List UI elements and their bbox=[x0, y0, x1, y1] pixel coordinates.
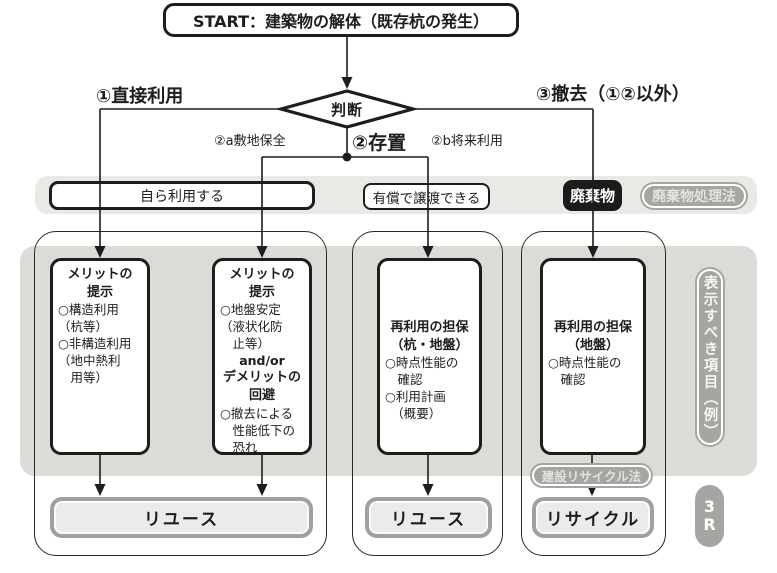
branch-label-direct-use: ①直接利用 bbox=[96, 86, 184, 107]
waste-law-pill: 廃棄物処理法 bbox=[640, 182, 748, 210]
outcome-recycle: リサイクル bbox=[532, 497, 654, 538]
outcome-label: リユース bbox=[143, 510, 220, 530]
recycle-law-pill: 建設リサイクル法 bbox=[530, 463, 653, 488]
sell-label: 有償で譲渡できる bbox=[372, 190, 481, 207]
col-box-merit-direct: メリットの 提示 ○構造利用 （杭等） ○非構造利用 （地中熱利 用等） bbox=[50, 258, 150, 455]
waste-label: 廃棄物 bbox=[569, 187, 615, 205]
col-heading: 再利用の担保 （杭・地盤） bbox=[390, 320, 469, 353]
waste-law-label: 廃棄物処理法 bbox=[642, 184, 746, 208]
branch-label-removal: ③撤去（①②以外） bbox=[536, 84, 690, 105]
recycle-law-label: 建設リサイクル法 bbox=[532, 465, 651, 486]
col-heading: メリットの 提示 bbox=[229, 267, 295, 300]
outcome-reuse-left: リユース bbox=[50, 497, 313, 538]
group-direct-use bbox=[34, 231, 327, 556]
three-r-badge: 3 R bbox=[695, 485, 724, 547]
display-items-label: 表示すべき項目（例） bbox=[697, 269, 723, 445]
col-box-merit-demerit: メリットの 提示 ○地盤安定 （液状化防 止等） and/or デメリットの 回… bbox=[212, 258, 312, 455]
col-body: ○時点性能の 確認 ○利用計画 （概要） bbox=[385, 355, 459, 422]
outcome-reuse-mid: リユース bbox=[365, 497, 492, 538]
use-self-node: 自ら利用する bbox=[49, 181, 315, 210]
outcome-label: リサイクル bbox=[545, 510, 641, 530]
col-heading-demerit: デメリットの 回避 bbox=[222, 370, 301, 404]
start-label: START：建築物の解体（既存杭の発生） bbox=[192, 12, 490, 31]
branch-label-keep: ②存置 bbox=[352, 132, 407, 154]
col-body: ○地盤安定 （液状化防 止等） bbox=[220, 302, 283, 352]
decision-label: 判断 bbox=[330, 100, 363, 119]
col-heading: メリットの 提示 bbox=[67, 267, 133, 300]
display-items-pill: 表示すべき項目（例） bbox=[695, 267, 725, 447]
col-box-reuse-guarantee-pile: 再利用の担保 （杭・地盤） ○時点性能の 確認 ○利用計画 （概要） bbox=[377, 258, 482, 455]
sell-node: 有償で譲渡できる bbox=[363, 183, 490, 210]
branch-label-future-use: ②b将来利用 bbox=[431, 134, 503, 149]
branch-label-site-preservation: ②a敷地保全 bbox=[214, 134, 286, 149]
col-body-demerit: ○撤去による 性能低下の 恐れ bbox=[220, 405, 296, 455]
col-heading: 再利用の担保 （地盤） bbox=[553, 320, 632, 353]
outcome-label: リユース bbox=[390, 510, 467, 530]
col-body: ○構造利用 （杭等） ○非構造利用 （地中熱利 用等） bbox=[58, 302, 132, 386]
col-andor-label: and/or bbox=[239, 353, 285, 369]
use-self-label: 自ら利用する bbox=[140, 188, 224, 205]
start-node: START：建築物の解体（既存杭の発生） bbox=[163, 3, 519, 37]
waste-node: 廃棄物 bbox=[563, 180, 622, 211]
col-body: ○時点性能の 確認 bbox=[548, 355, 622, 388]
col-box-reuse-guarantee-ground: 再利用の担保 （地盤） ○時点性能の 確認 bbox=[540, 258, 646, 455]
